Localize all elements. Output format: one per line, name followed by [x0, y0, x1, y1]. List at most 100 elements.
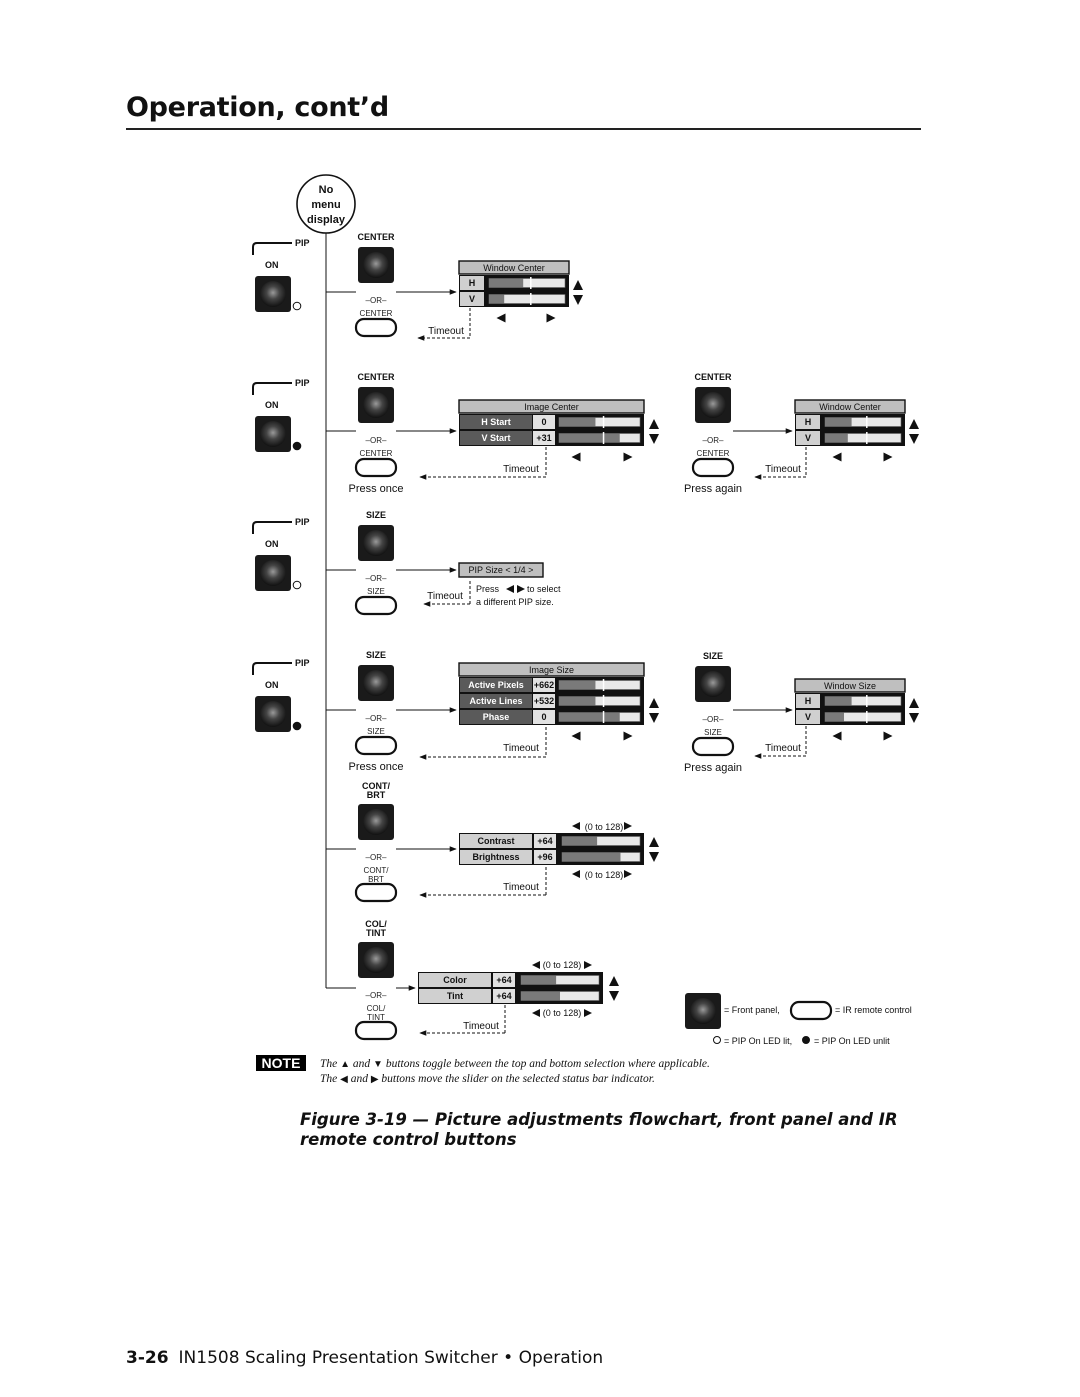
right-arrow-icon: [584, 961, 592, 969]
timeout-label: Timeout: [427, 591, 463, 602]
figure-caption: Figure 3-19 — Picture adjustments flowch…: [300, 1110, 898, 1149]
ir-remote-button: [354, 317, 398, 338]
or-label: –OR–: [366, 991, 387, 1000]
menu-row-value-cell: [534, 850, 556, 864]
menu-row-value: +662: [534, 680, 554, 690]
right-arrow-icon: [883, 452, 893, 462]
legend-led-unlit-icon: [713, 1036, 721, 1044]
status-bar-fill: [559, 712, 620, 722]
down-arrow-icon: [909, 713, 919, 723]
menu-row-label-cell: [460, 431, 532, 445]
button-knob-icon: [700, 671, 726, 697]
ir-remote-button: [354, 595, 398, 616]
menu-row-label: Phase: [483, 712, 510, 722]
menu-row-label-cell: [460, 678, 532, 692]
right-arrow-icon: [584, 1009, 592, 1017]
page-number: 3-26: [126, 1348, 169, 1368]
ir-button-label: CENTER: [360, 449, 393, 458]
led-lit-icon: [292, 441, 302, 451]
button-label: CONT/: [362, 781, 390, 791]
menu-row-value: +64: [537, 836, 552, 846]
menu-title: Image Size: [529, 665, 574, 675]
menu-row-label-cell: [460, 276, 484, 290]
timeout-label: Timeout: [503, 743, 539, 754]
menu-row-label: H: [805, 696, 812, 706]
or-label: –OR–: [366, 714, 387, 723]
status-bar-fill: [559, 680, 596, 690]
menu-row-label: Active Pixels: [468, 680, 524, 690]
range-label: (0 to 128): [543, 960, 582, 970]
menu-row-label-cell: [796, 431, 820, 445]
pip-size-box: [458, 562, 544, 578]
menu-row-label: V: [805, 712, 811, 722]
left-arrow-icon: [506, 585, 514, 593]
button-knob-icon: [260, 281, 286, 307]
press-label: Press again: [684, 483, 742, 495]
menu-title-bar: [794, 678, 906, 693]
right-arrow-icon: [624, 822, 632, 830]
menu-row-value-cell: [533, 694, 555, 708]
status-bar-fill: [521, 975, 557, 985]
timeout-label: Timeout: [463, 1021, 499, 1032]
pip-label: PIP: [295, 238, 310, 248]
button-knob-icon: [690, 998, 716, 1024]
ir-remote-button: [691, 457, 735, 478]
menu-row-label-cell: [460, 710, 532, 724]
timeout-label: Timeout: [428, 326, 464, 337]
footer-title: IN1508 Scaling Presentation Switcher • O…: [178, 1348, 604, 1368]
right-arrow-icon: [623, 731, 633, 741]
page-title: Operation, cont’d: [126, 92, 389, 123]
button-knob-icon: [260, 701, 286, 727]
menu-row-value-cell: [493, 973, 515, 987]
left-arrow-icon: [572, 822, 580, 830]
menu-row-value: +64: [496, 975, 511, 985]
ir-button-label: SIZE: [367, 587, 385, 596]
pip-bracket: [252, 521, 292, 534]
start-node-text: No: [319, 184, 334, 196]
right-arrow-icon: [624, 870, 632, 878]
menu-row-label-cell: [419, 989, 491, 1003]
left-arrow-icon: ◀: [340, 1074, 348, 1085]
menu-title-bar: [458, 260, 570, 275]
ir-button-label: SIZE: [367, 727, 385, 736]
menu-row-value-cell: [534, 834, 556, 848]
menu-row-value-cell: [493, 989, 515, 1003]
start-node-text: display: [307, 214, 346, 226]
menu-row-label: Color: [443, 975, 467, 985]
up-arrow-icon: [649, 698, 659, 708]
flowchart: NomenudisplayPIPONCENTER–OR–CENTERWindow…: [252, 174, 919, 1046]
or-label: –OR–: [366, 436, 387, 445]
menu-row-label: Tint: [447, 991, 463, 1001]
button-label: CENTER: [694, 372, 732, 382]
up-arrow-icon: [609, 976, 619, 986]
timeout-label: Timeout: [765, 743, 801, 754]
button-knob-icon: [363, 809, 389, 835]
button-label: SIZE: [703, 651, 723, 661]
range-label: (0 to 128): [585, 870, 624, 880]
button-knob-icon: [363, 670, 389, 696]
menu-title-bar: [458, 662, 645, 677]
legend-ir-button: [789, 1000, 833, 1021]
note-text-part: The: [320, 1073, 338, 1085]
menu-row-label: V: [469, 294, 475, 304]
note-text: The ▲ and ▼ buttons toggle between the t…: [320, 1057, 710, 1087]
button-knob-icon: [700, 392, 726, 418]
down-arrow-icon: ▼: [373, 1059, 383, 1070]
menu-row-label: H Start: [481, 417, 511, 427]
or-label: –OR–: [366, 296, 387, 305]
status-bar-fill: [562, 836, 598, 846]
press-label: Press once: [348, 761, 403, 773]
menu-row-label: V: [805, 433, 811, 443]
status-bar-fill: [825, 696, 852, 706]
status-bar-fill: [559, 417, 596, 427]
ir-button-label: SIZE: [704, 728, 722, 737]
menu-row-label-cell: [460, 292, 484, 306]
left-arrow-icon: [496, 313, 506, 323]
status-bar-fill: [489, 278, 524, 288]
led-unlit-icon: [292, 301, 302, 311]
status-bar-fill: [562, 852, 621, 862]
menu-title-bar: [794, 399, 906, 414]
ir-button-label: CONT/: [364, 866, 390, 875]
menu-row-value-cell: [533, 415, 555, 429]
up-arrow-icon: [649, 837, 659, 847]
